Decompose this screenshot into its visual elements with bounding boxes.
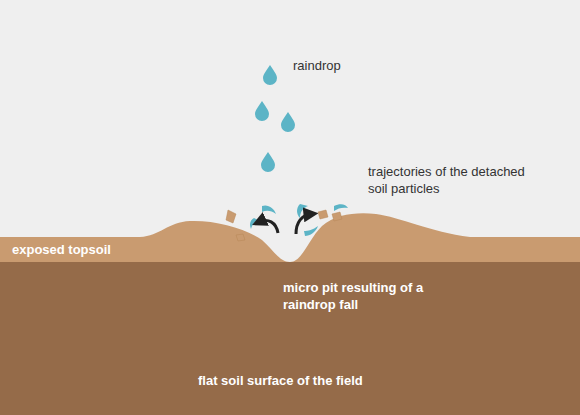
topsoil-layer <box>0 213 580 263</box>
subsoil-layer <box>0 262 580 415</box>
trajectory-arrows <box>259 214 311 234</box>
layer-label: micro pit resulting of a raindrop fall <box>283 279 458 313</box>
splash-droplets <box>250 204 348 236</box>
layer-label: exposed topsoil <box>12 241 152 258</box>
raindrops <box>255 65 295 172</box>
callout-label: raindrop <box>293 57 413 74</box>
layer-label: flat soil surface of the field <box>198 372 458 389</box>
detached-particles <box>226 210 342 241</box>
callout-label: trajectories of the detached soil partic… <box>368 163 533 197</box>
